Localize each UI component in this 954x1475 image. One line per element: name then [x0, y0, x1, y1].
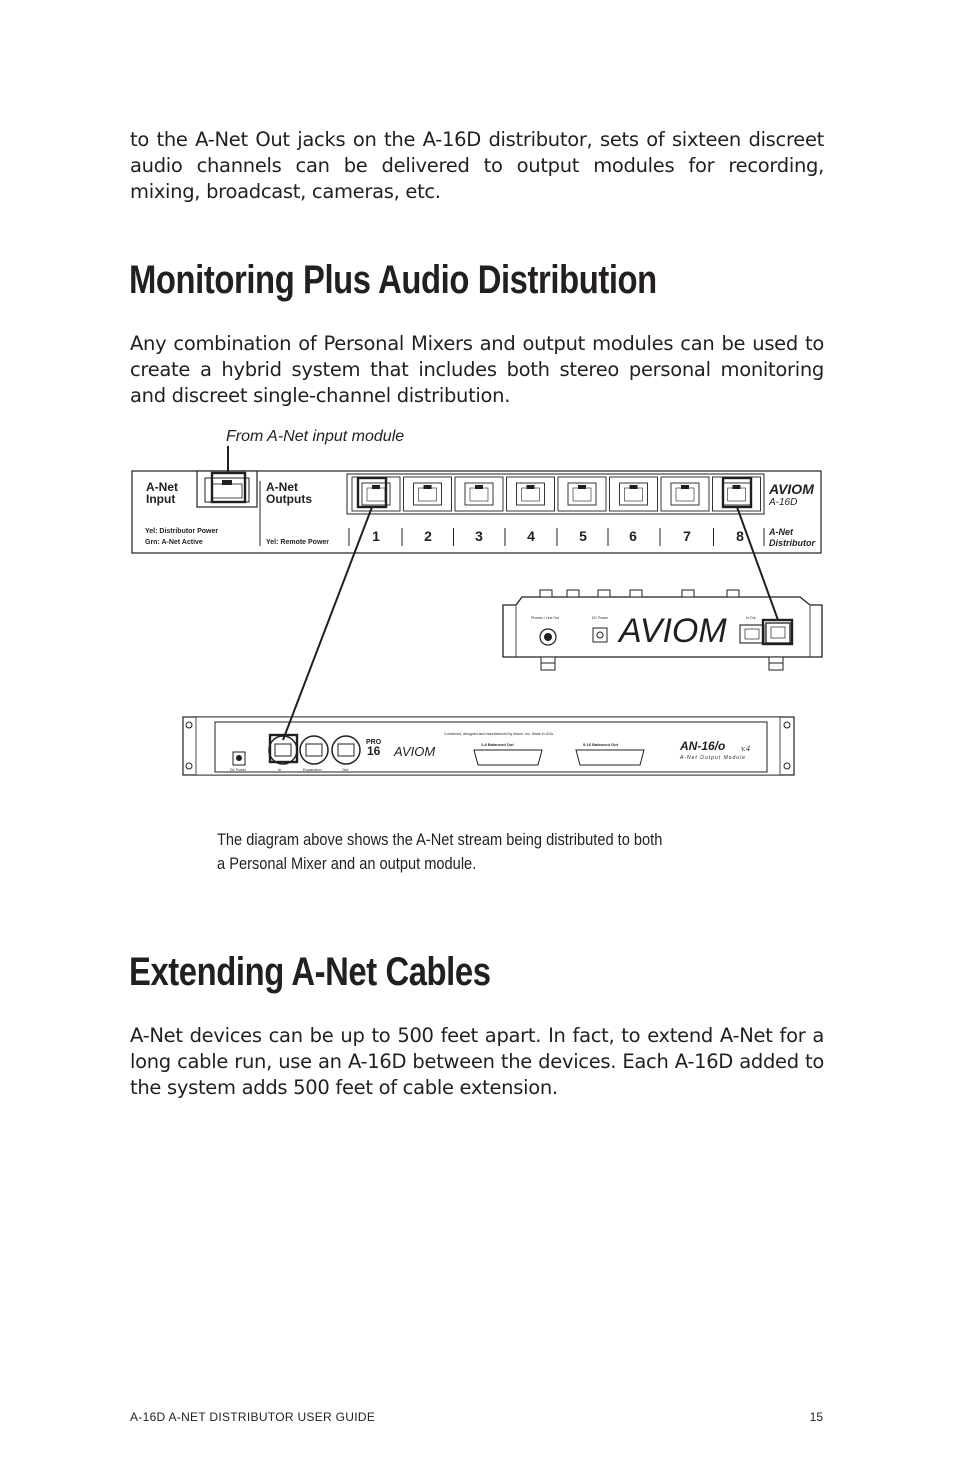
port-number-5: 5 — [579, 528, 587, 544]
om-made-in: Conceived, designed and manufactured by … — [444, 732, 554, 736]
a16d-brand: AVIOM — [768, 481, 814, 497]
output-jack-5 — [557, 476, 607, 512]
a16d-line-2: Distributor — [769, 538, 815, 548]
section-paragraph-extending: A-Net devices can be up to 500 feet apar… — [130, 1024, 824, 1099]
anet-outputs-label-2: Outputs — [266, 492, 312, 506]
mixer-dc-label: DC Power — [592, 616, 609, 620]
om-jack-out-label: Out — [342, 767, 349, 772]
mixer-io-label: In Out — [746, 616, 756, 620]
port-number-1: 1 — [372, 528, 380, 544]
om-dc-label: DC Power — [230, 768, 247, 772]
port-number-7: 7 — [683, 528, 691, 544]
section-heading-monitoring: Monitoring Plus Audio Distribution — [129, 258, 657, 302]
om-jack-out — [331, 735, 361, 765]
intro-paragraph: to the A-Net Out jacks on the A-16D dist… — [130, 128, 824, 203]
footer-page-number: 15 — [809, 1410, 823, 1424]
anet-outputs-label-1: A-Net — [266, 480, 298, 494]
port-number-6: 6 — [629, 528, 637, 544]
section-heading-extending: Extending A-Net Cables — [129, 950, 491, 994]
output-jack-8 — [712, 476, 761, 512]
mixer-phones-label: Phones / Line Out — [531, 616, 559, 620]
diagram-caption: The diagram above shows the A-Net stream… — [217, 830, 663, 873]
port-numbers: 1 2 3 4 5 6 7 8 — [348, 528, 765, 546]
output-jack-2 — [403, 476, 452, 512]
om-jack-exp-label: Expansion — [303, 767, 322, 772]
led-anet-active: Grn: A-Net Active — [145, 539, 203, 546]
anet-input-label-1: A-Net — [146, 480, 178, 494]
om-jack-in — [268, 735, 298, 765]
callout-label: From A-Net input module — [226, 428, 404, 445]
a16d-front-panel: A-Net Input Yel: Distributor Power Grn: … — [131, 470, 822, 554]
om-pro-16: 16 — [367, 744, 381, 758]
port-number-3: 3 — [475, 528, 483, 544]
distribution-diagram: From A-Net input module A-Net Input Yel:… — [131, 428, 823, 776]
footer-doc-title: A-16D A-NET DISTRIBUTOR USER GUIDE — [130, 1410, 376, 1424]
om-brand: AVIOM — [393, 744, 435, 759]
om-jack-expansion — [299, 735, 329, 765]
personal-mixer-rear: Phones / Line Out DC Power AVIOM In Out — [502, 589, 823, 671]
port-number-2: 2 — [424, 528, 432, 544]
om-model: AN-16/o — [679, 739, 725, 753]
remote-power-label: Yel: Remote Power — [266, 539, 329, 546]
output-module-rear: DC Power In Expansion Out PRO 16 AVIOM C… — [182, 716, 795, 776]
output-jack-6 — [609, 476, 658, 512]
output-jack-7 — [660, 476, 710, 512]
om-subtitle: A-Net Output Module — [679, 755, 746, 761]
output-jack-4 — [506, 476, 555, 512]
om-version: v.4 — [741, 744, 750, 753]
output-jack-3 — [454, 476, 504, 512]
anet-input-label-2: Input — [146, 492, 175, 506]
om-pro-label: PRO — [366, 739, 382, 746]
mixer-brand: AVIOM — [617, 612, 727, 650]
connection-lines — [210, 446, 794, 764]
port-number-4: 4 — [527, 528, 535, 544]
om-out-1-8: 1-8 Balanced Out — [481, 742, 514, 747]
om-out-9-16: 9-16 Balanced Out — [583, 742, 619, 747]
om-jack-in-label: In — [278, 767, 281, 772]
led-distributor-power: Yel: Distributor Power — [145, 528, 218, 535]
port-number-8: 8 — [736, 528, 744, 544]
a16d-line-1: A-Net — [768, 527, 794, 537]
anet-output-jacks — [351, 476, 761, 512]
a16d-model: A-16D — [768, 497, 797, 508]
section-paragraph-monitoring: Any combination of Personal Mixers and o… — [130, 332, 824, 407]
